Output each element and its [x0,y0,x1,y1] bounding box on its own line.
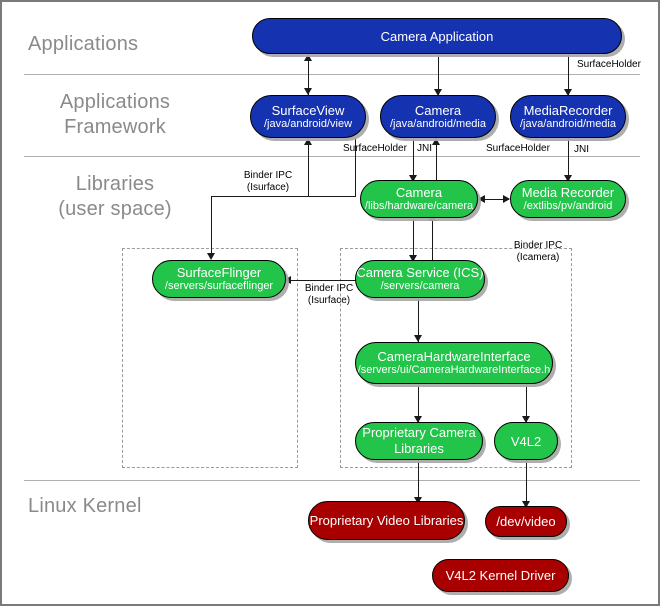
edge-surfaceview-binder-horiz [308,196,356,197]
edge-label-jni-mediarecorder: JNI [574,144,589,155]
node-mediarecorder[interactable]: MediaRecorder /java/android/media [510,95,626,138]
edge-label-surfaceholder-mediarecorder: SurfaceHolder [486,143,550,154]
node-camera-framework-title: Camera [414,102,462,118]
arrowhead-camera-framework-from-cameraapp [434,89,442,96]
node-proprietary-video-libraries-title: Proprietary Video Libraries [309,512,464,528]
divider-framework [24,156,640,157]
node-surfaceflinger[interactable]: SurfaceFlinger /servers/surfaceflinger [152,260,286,298]
edge-label-surfaceholder-app-mediarecorder: SurfaceHolder [577,59,641,70]
group-surfaceflinger [122,248,298,468]
edge-camera-lib-to-camera-service [413,218,414,262]
node-surfaceview-subtitle: /java/android/view [263,117,353,130]
node-surfaceflinger-title: SurfaceFlinger [176,265,262,280]
node-proprietary-camera-libraries[interactable]: Proprietary Camera Libraries [355,422,483,460]
edge-binder-to-surfaceflinger [211,196,212,258]
edge-camera-service-to-surfaceflinger [286,280,356,281]
edge-v4l2-to-dev-video [526,460,527,508]
arrowhead-cameraapp-from-surfaceview [304,54,312,61]
node-media-recorder-lib-title: Media Recorder [521,185,615,200]
edge-mediarecorder-to-media-recorder-lib [568,138,569,182]
node-surfaceflinger-subtitle: /servers/surfaceflinger [164,280,274,292]
node-proprietary-camera-libraries-title: Proprietary Camera Libraries [362,425,476,456]
node-camera-hardware-interface-title: CameraHardwareInterface [377,349,531,364]
arrowhead-proprietary-camera-libraries-from-chi [414,416,422,423]
node-camera-lib-subtitle: /libs/hardware/camera [364,200,474,212]
node-camera-service-title: Camera Service (ICS) [356,265,484,280]
arrowhead-media-recorder-from-camera-lib [503,195,510,203]
edge-label-binder-ipc-icamera: Binder IPC (Icamera) [513,240,563,263]
arrowhead-surfaceview-from-binder [304,138,312,145]
layer-label-applications: Applications [28,33,139,55]
node-v4l2-title: V4L2 [510,433,542,449]
node-camera-service[interactable]: Camera Service (ICS) /servers/camera [355,260,485,298]
edge-cameraapp-mediarecorder [568,52,569,96]
node-camera-application[interactable]: Camera Application [252,18,622,54]
node-proprietary-video-libraries[interactable]: Proprietary Video Libraries [308,501,465,540]
edge-camera-service-to-camera-lib [432,214,433,262]
arrowhead-media-recorder-lib-from-mediarecorder [564,175,572,182]
arrowhead-dev-video-from-v4l2 [522,501,530,508]
edge-surfaceview-binder-vert [308,142,309,197]
edge-camera-service-to-chi [418,298,419,342]
arrowhead-camera-framework-from-lib [432,138,440,145]
node-media-recorder-lib-subtitle: /extlibs/pv/android [523,200,613,212]
arrowhead-camera-lib-from-media-recorder [478,195,485,203]
node-camera-lib[interactable]: Camera /libs/hardware/camera [360,180,478,218]
node-media-recorder-lib[interactable]: Media Recorder /extlibs/pv/android [510,180,626,218]
node-camera-framework[interactable]: Camera /java/android/media [380,95,496,138]
node-camera-service-subtitle: /servers/camera [380,280,460,292]
edge-binder-elbow-left [211,196,309,197]
edge-camera-framework-to-camera-lib [413,138,414,182]
layer-label-applications-framework: Applications Framework [59,91,171,138]
edge-binder-down-from-framework [355,138,356,197]
layer-label-libraries: Libraries (user space) [58,173,172,220]
node-v4l2-kernel-driver[interactable]: V4L2 Kernel Driver [432,559,569,592]
arrowhead-surfaceview-from-cameraapp [304,88,312,95]
node-camera-application-title: Camera Application [380,28,494,44]
arrowhead-camera-service-from-camera-lib [409,255,417,262]
edge-surfaceview-cameraapp [308,54,309,96]
arrowhead-surfaceflinger-from-camera-service [284,276,291,284]
layer-label-linux-kernel: Linux Kernel [28,495,142,517]
arrowhead-camera-lib-from-framework [409,175,417,182]
edge-chi-to-proprietary-camera-libraries [418,384,419,422]
edge-label-jni-camera: JNI [417,143,432,154]
node-v4l2[interactable]: V4L2 [494,422,558,460]
divider-libraries [24,480,640,481]
node-v4l2-kernel-driver-title: V4L2 Kernel Driver [445,568,556,583]
node-dev-video-title: /dev/video [496,514,556,529]
edge-label-surfaceholder-camera: SurfaceHolder [343,143,407,154]
node-mediarecorder-title: MediaRecorder [523,102,613,118]
edge-camera-lib-to-camera-framework [436,138,437,182]
edge-cameraapp-camera-framework [438,52,439,96]
edge-proprietary-camera-to-proprietary-video [418,460,419,504]
arrowhead-v4l2-from-chi [522,416,530,423]
node-surfaceview-title: SurfaceView [271,102,345,118]
arrowhead-chi-from-camera-service [414,335,422,342]
node-camera-framework-subtitle: /java/android/media [389,117,486,130]
node-camera-lib-title: Camera [395,185,443,200]
arrowhead-mediarecorder-from-cameraapp [564,89,572,96]
arrowhead-surfaceflinger-from-binder [207,253,215,260]
edge-label-binder-ipc-isurface-top: Binder IPC (Isurface) [243,170,293,193]
divider-applications [24,74,640,75]
node-mediarecorder-subtitle: /java/android/media [519,117,616,130]
edge-camera-lib-media-recorder-lib [479,199,509,200]
group-camera-service [340,248,572,468]
node-dev-video[interactable]: /dev/video [485,506,567,537]
edge-chi-to-v4l2 [526,384,527,422]
edge-label-binder-ipc-isurface-mid: Binder IPC (Isurface) [304,283,354,306]
node-camera-hardware-interface[interactable]: CameraHardwareInterface /servers/ui/Came… [355,342,553,384]
node-camera-hardware-interface-subtitle: /servers/ui/CameraHardwareInterface.h [357,364,551,376]
node-surfaceview[interactable]: SurfaceView /java/android/view [250,95,366,138]
